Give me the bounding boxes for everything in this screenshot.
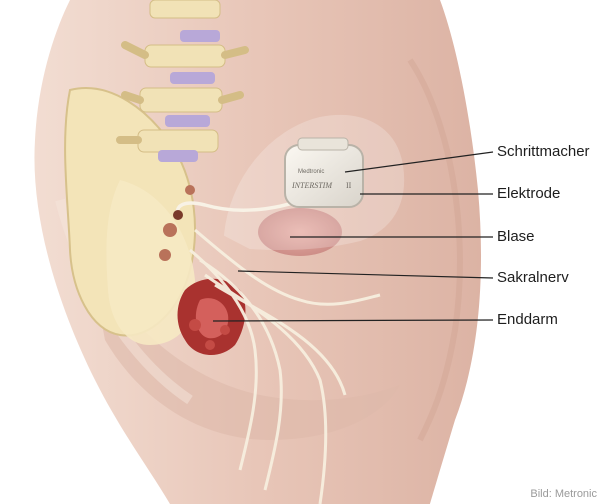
device-model-text: II xyxy=(346,181,352,190)
label-sacral-nerve: Sakralnerv xyxy=(497,269,569,287)
rectum xyxy=(178,279,246,355)
label-electrode: Elektrode xyxy=(497,185,560,203)
device-brand-text: INTERSTIM xyxy=(291,181,333,190)
device-maker-text: Medtronic xyxy=(298,169,324,175)
label-pacemaker: Schrittmacher xyxy=(497,143,590,161)
pacemaker-device: Medtronic INTERSTIM II xyxy=(285,138,363,207)
label-bladder: Blase xyxy=(497,228,535,246)
label-rectum: Enddarm xyxy=(497,311,558,329)
electrode-tip xyxy=(173,210,183,220)
image-credit: Bild: Metronic xyxy=(530,488,597,500)
